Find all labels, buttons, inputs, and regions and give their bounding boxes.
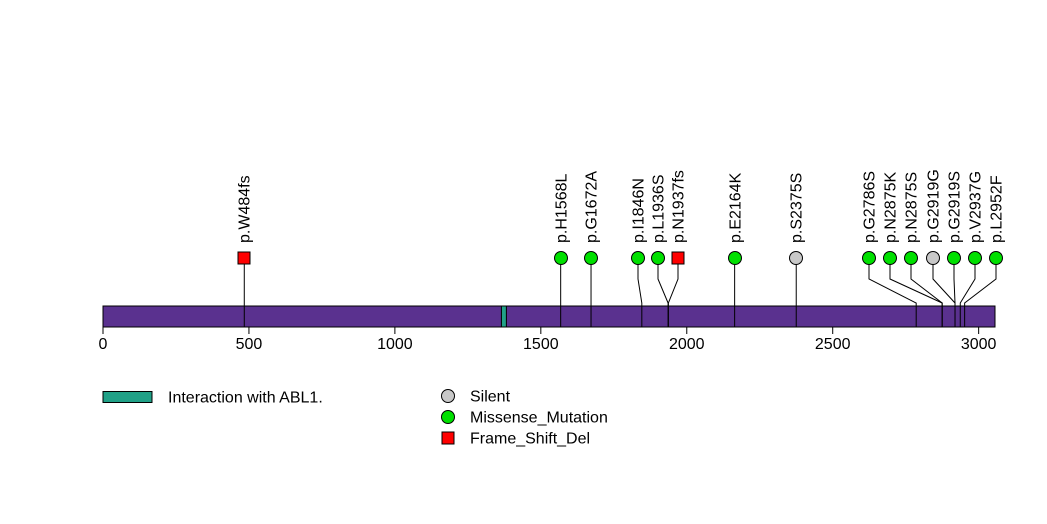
- mutation-label: p.I1846N: [631, 178, 648, 243]
- mutation-label: p.L2952F: [989, 175, 1006, 243]
- domain-region: [500, 305, 507, 328]
- axis-tick-label: 3000: [961, 336, 997, 353]
- mutation-marker: [862, 251, 876, 265]
- mutation-marker: [883, 251, 897, 265]
- mutation-marker: [989, 251, 1003, 265]
- mutation-marker: [926, 251, 940, 265]
- mutation-label: p.G1672A: [584, 171, 601, 243]
- mutation-label: p.E2164K: [728, 172, 745, 243]
- mutation-stem: [953, 264, 956, 327]
- mutation-label: p.G2786S: [862, 171, 879, 243]
- mutation-marker: [237, 251, 251, 265]
- mutation-label: p.N2875K: [883, 172, 900, 243]
- mutation-stem: [868, 264, 917, 327]
- mutation-marker: [904, 251, 918, 265]
- mutation-label: p.W484fs: [237, 175, 254, 243]
- mutation-marker: [554, 251, 568, 265]
- legend-mutation-label: Missense_Mutation: [470, 410, 608, 427]
- mutation-label: p.N2875S: [904, 172, 921, 243]
- legend-mutation-swatch: [441, 431, 455, 445]
- legend-mutation-swatch: [441, 410, 455, 424]
- mutation-marker: [651, 251, 665, 265]
- mutation-marker: [671, 251, 685, 265]
- mutation-label: p.G2919G: [926, 169, 943, 243]
- mutation-marker: [968, 251, 982, 265]
- legend-domain-swatch: [102, 391, 153, 403]
- mutation-stem: [959, 264, 976, 327]
- axis-tick-label: 500: [236, 336, 263, 353]
- legend-mutation-label: Silent: [470, 389, 511, 406]
- axis-tick-label: 1000: [377, 336, 413, 353]
- mutation-marker: [789, 251, 803, 265]
- axis-tick-label: 1500: [523, 336, 559, 353]
- legend-domain-label: Interaction with ABL1.: [168, 390, 323, 407]
- mutation-stem: [910, 264, 943, 327]
- mutation-marker: [728, 251, 742, 265]
- mutation-stem: [964, 264, 997, 327]
- mutation-marker: [631, 251, 645, 265]
- mutation-label: p.L1936S: [651, 174, 668, 243]
- legend-mutation-swatch: [441, 389, 455, 403]
- mutation-marker: [947, 251, 961, 265]
- mutation-stem: [667, 264, 679, 327]
- mutation-label: p.S2375S: [789, 173, 806, 243]
- axis-tick-label: 2500: [815, 336, 851, 353]
- mutation-marker: [584, 251, 598, 265]
- mutation-label: p.H1568L: [554, 174, 571, 243]
- axis-tick-label: 2000: [669, 336, 705, 353]
- mutation-stem: [637, 264, 643, 327]
- mutation-label: p.N1937fs: [671, 170, 688, 243]
- axis-tick-label: 0: [99, 336, 108, 353]
- legend-mutation-label: Frame_Shift_Del: [470, 431, 590, 448]
- protein-bar: [102, 305, 996, 328]
- mutation-label: p.V2937G: [968, 171, 985, 243]
- mutation-label: p.G2919S: [947, 171, 964, 243]
